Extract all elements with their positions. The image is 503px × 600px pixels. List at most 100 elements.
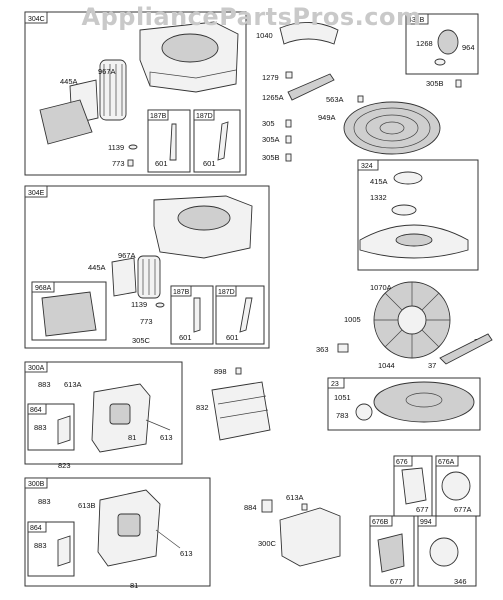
label-967A-b: 967A xyxy=(118,251,136,260)
label-677-a: 677 xyxy=(416,505,429,514)
label-305C: 305C xyxy=(132,336,151,345)
label-601-b: 601 xyxy=(203,159,216,168)
label-613-b: 613 xyxy=(180,549,193,558)
label-773: 773 xyxy=(112,159,125,168)
breather-tube-601[interactable] xyxy=(169,123,177,161)
air-cleaner-cover[interactable] xyxy=(39,99,93,145)
deflector-676B[interactable] xyxy=(377,533,405,573)
deflector-groups: 676 677 676A 677A 676B 677 994 346 xyxy=(369,455,481,587)
label-1051: 1051 xyxy=(334,393,351,402)
deflector-994[interactable] xyxy=(429,537,459,567)
label-415A: 415A xyxy=(370,177,388,186)
label-300C: 300C xyxy=(258,539,277,548)
group-label-300A: 300A xyxy=(28,365,45,372)
muffler-300C-area: 613A 884 300C xyxy=(244,493,341,567)
group-label-968A: 968A xyxy=(35,285,52,292)
label-883-d: 883 xyxy=(34,541,47,550)
label-884: 884 xyxy=(244,503,257,512)
label-883-a: 883 xyxy=(38,380,51,389)
label-305B-b: 305B xyxy=(426,79,444,88)
label-613A-b: 613A xyxy=(286,493,304,502)
air-filter-967A[interactable] xyxy=(99,59,127,121)
label-677-b: 677 xyxy=(390,577,403,586)
group-label-994: 994 xyxy=(420,519,432,526)
label-601-d: 601 xyxy=(226,333,239,342)
label-1268: 1268 xyxy=(416,39,433,48)
label-601-a: 601 xyxy=(155,159,168,168)
part-1268[interactable] xyxy=(437,29,459,55)
group-label-23: 23 xyxy=(331,381,339,388)
screen-949A[interactable] xyxy=(343,101,441,155)
flywheel-area: 1070A 1005 363 1044 37 78 xyxy=(316,281,493,370)
group-304C: 304C 967A 445A 1139 773 187B 601 187D xyxy=(24,11,247,176)
group-label-676: 676 xyxy=(396,459,408,466)
group-300A: 300A 883 613A 864 883 81 613 823 xyxy=(24,361,183,470)
label-305A: 305A xyxy=(262,135,280,144)
label-1005: 1005 xyxy=(344,315,361,324)
label-363: 363 xyxy=(316,345,329,354)
muffler-300C[interactable] xyxy=(279,507,341,567)
label-964: 964 xyxy=(462,43,475,52)
group-label-324: 324 xyxy=(361,163,373,170)
gasket-1040[interactable] xyxy=(279,22,339,45)
air-filter-967A-b[interactable] xyxy=(137,255,161,299)
label-967A: 967A xyxy=(98,67,116,76)
label-949A: 949A xyxy=(318,113,336,122)
label-601-c: 601 xyxy=(179,333,192,342)
label-823: 823 xyxy=(58,461,71,470)
part-37[interactable] xyxy=(439,333,493,365)
label-613B: 613B xyxy=(78,501,96,510)
group-431B: 431B 1268 964 305B xyxy=(405,13,479,88)
heat-shield: 898 832 xyxy=(196,367,271,441)
label-305: 305 xyxy=(262,119,275,128)
guard-832[interactable] xyxy=(211,381,271,441)
group-label-864-a: 864 xyxy=(30,407,42,414)
label-783: 783 xyxy=(336,411,349,420)
group-label-187B-mid: 187B xyxy=(173,289,190,296)
bracket-1265A[interactable] xyxy=(287,73,335,101)
group-label-300B: 300B xyxy=(28,481,45,488)
label-773-b: 773 xyxy=(140,317,153,326)
label-883-b: 883 xyxy=(34,423,47,432)
group-label-431B: 431B xyxy=(408,17,425,24)
shroud-hardware: 1040 1279 1265A 305 305A 305B xyxy=(256,22,339,162)
group-label-187D-top: 187D xyxy=(196,113,213,120)
label-81-b: 81 xyxy=(130,581,138,590)
label-445A: 445A xyxy=(60,77,78,86)
breather-tube-601-b[interactable] xyxy=(217,121,229,161)
label-898: 898 xyxy=(214,367,227,376)
label-1265A: 1265A xyxy=(262,93,284,102)
cover-968A[interactable] xyxy=(41,291,97,337)
label-613-a: 613 xyxy=(160,433,173,442)
group-label-676A: 676A xyxy=(438,459,455,466)
label-445A-b: 445A xyxy=(88,263,106,272)
group-label-864-b: 864 xyxy=(30,525,42,532)
pre-cleaner-445A-b[interactable] xyxy=(111,257,137,297)
label-1332: 1332 xyxy=(370,193,387,202)
label-1044: 1044 xyxy=(378,361,395,370)
group-324: 324 415A 1332 xyxy=(357,159,479,271)
group-label-676B: 676B xyxy=(372,519,389,526)
label-1070A: 1070A xyxy=(370,283,392,292)
label-613A-a: 613A xyxy=(64,380,82,389)
rotating-screen: 563A 949A xyxy=(318,95,441,155)
label-1279: 1279 xyxy=(262,73,279,82)
label-883-c: 883 xyxy=(38,497,51,506)
deflector-676[interactable] xyxy=(401,467,427,505)
label-305B: 305B xyxy=(262,153,280,162)
group-300B: 300B 883 613B 864 883 81 613 xyxy=(24,477,211,590)
label-677A: 677A xyxy=(454,505,472,514)
label-1139: 1139 xyxy=(108,143,124,152)
label-346: 346 xyxy=(454,577,467,586)
label-1139-b: 1139 xyxy=(131,300,147,309)
label-832: 832 xyxy=(196,403,209,412)
label-81-a: 81 xyxy=(128,433,136,442)
label-563A: 563A xyxy=(326,95,344,104)
deflector-676A[interactable] xyxy=(441,471,471,501)
flywheel-23[interactable] xyxy=(373,381,475,423)
group-23: 23 1051 783 xyxy=(327,377,481,431)
group-label-304C: 304C xyxy=(28,16,45,23)
group-label-304E: 304E xyxy=(28,190,45,197)
group-label-187D-mid: 187D xyxy=(218,289,235,296)
